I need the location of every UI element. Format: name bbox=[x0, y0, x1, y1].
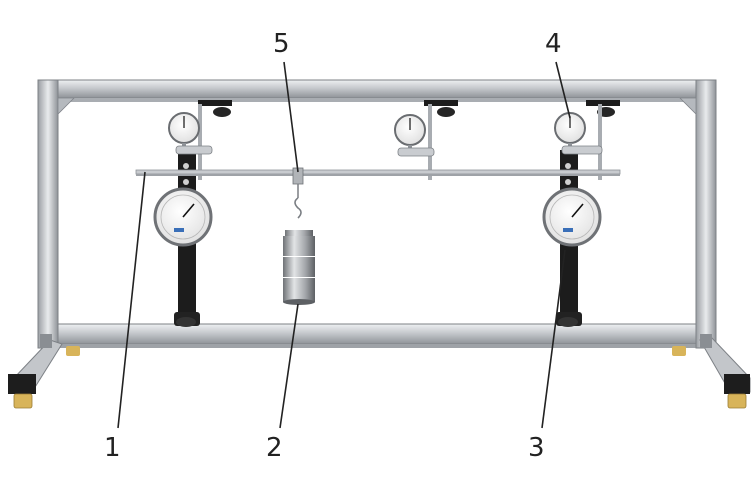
callout-label-1: 1 bbox=[104, 433, 121, 463]
test-beam bbox=[135, 169, 621, 176]
callout-label-4: 4 bbox=[545, 29, 562, 59]
frame-foot bbox=[66, 346, 80, 356]
callout-line-5 bbox=[283, 61, 299, 173]
callout-line-2 bbox=[279, 303, 299, 429]
right-support bbox=[542, 104, 603, 327]
callout-line-1 bbox=[117, 171, 146, 429]
callout-line-3 bbox=[541, 249, 566, 429]
middle-dial-gauge bbox=[394, 104, 435, 180]
frame-top-rail bbox=[37, 79, 717, 99]
callout-label-3: 3 bbox=[528, 433, 545, 463]
frame-bottom-rail bbox=[37, 323, 717, 345]
frame-foot bbox=[672, 346, 686, 356]
load-hanger bbox=[292, 167, 304, 219]
left-support bbox=[153, 104, 213, 327]
callout-line-4 bbox=[555, 61, 571, 119]
callouts: 1 2 3 4 5 bbox=[104, 29, 571, 463]
test-weight bbox=[283, 230, 315, 305]
frame-foot bbox=[13, 393, 33, 409]
aluminium-frame bbox=[8, 79, 751, 409]
frame-right-post bbox=[695, 79, 717, 349]
callout-label-2: 2 bbox=[266, 433, 283, 463]
callout-label-5: 5 bbox=[273, 29, 290, 59]
frame-left-post bbox=[37, 79, 59, 349]
frame-foot bbox=[727, 393, 747, 409]
